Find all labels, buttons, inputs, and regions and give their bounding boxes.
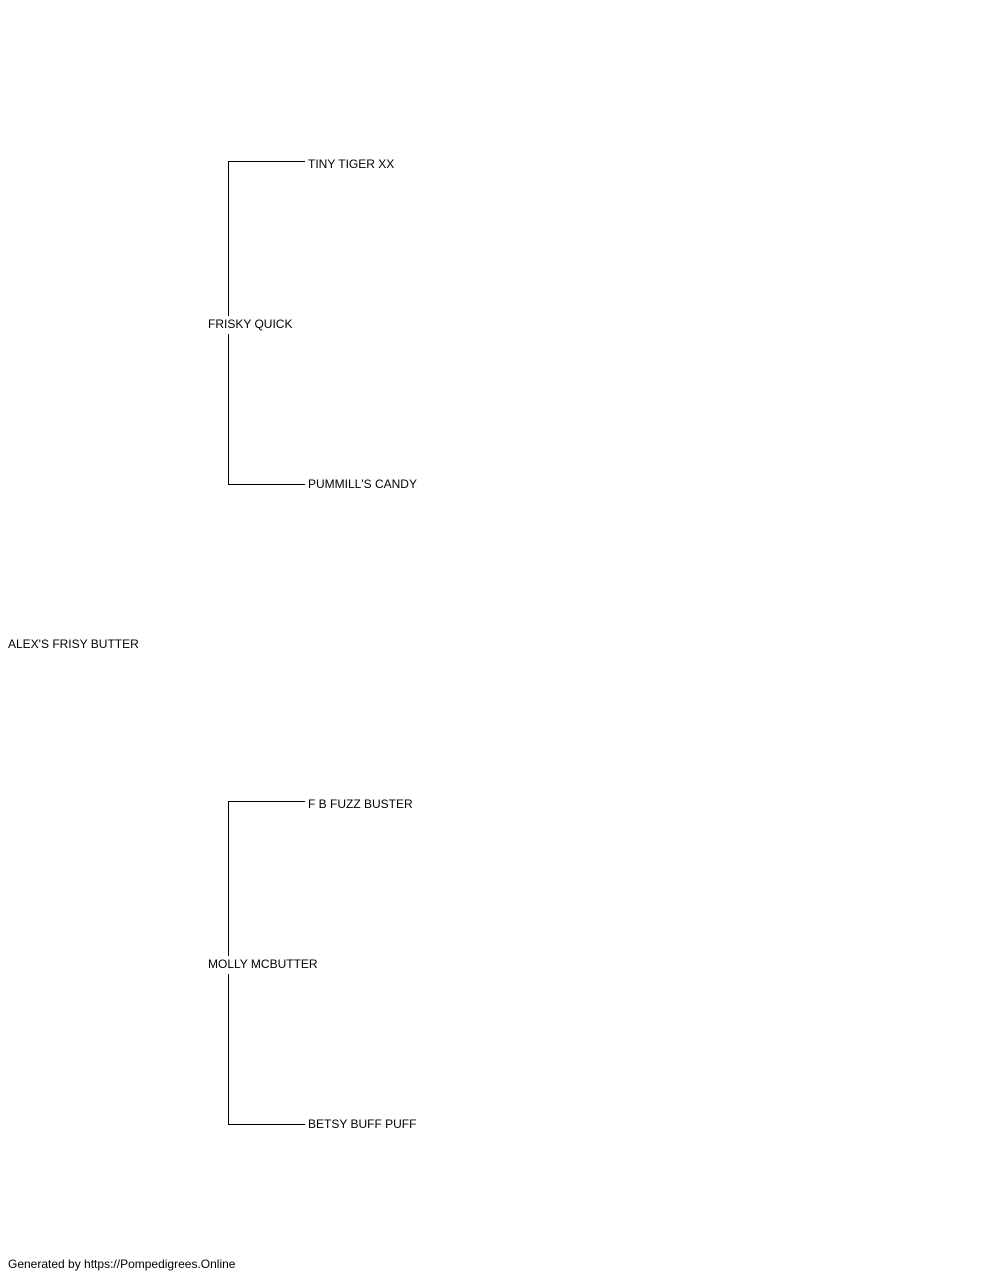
- sire-name: FRISKY QUICK: [208, 317, 293, 331]
- sire-sire-name: TINY TIGER XX: [308, 157, 395, 171]
- dam-bracket-top: [228, 801, 305, 956]
- generated-by-footer: Generated by https://Pompedigrees.Online: [8, 1257, 236, 1271]
- subject-name: ALEX'S FRISY BUTTER: [8, 637, 139, 651]
- dam-sire-name: F B FUZZ BUSTER: [308, 797, 413, 811]
- sire-bracket-top: [228, 161, 305, 316]
- sire-dam-name: PUMMILL'S CANDY: [308, 477, 417, 491]
- dam-dam-name: BETSY BUFF PUFF: [308, 1117, 417, 1131]
- dam-name: MOLLY MCBUTTER: [208, 957, 318, 971]
- sire-bracket-bottom: [228, 334, 305, 485]
- dam-bracket-bottom: [228, 974, 305, 1125]
